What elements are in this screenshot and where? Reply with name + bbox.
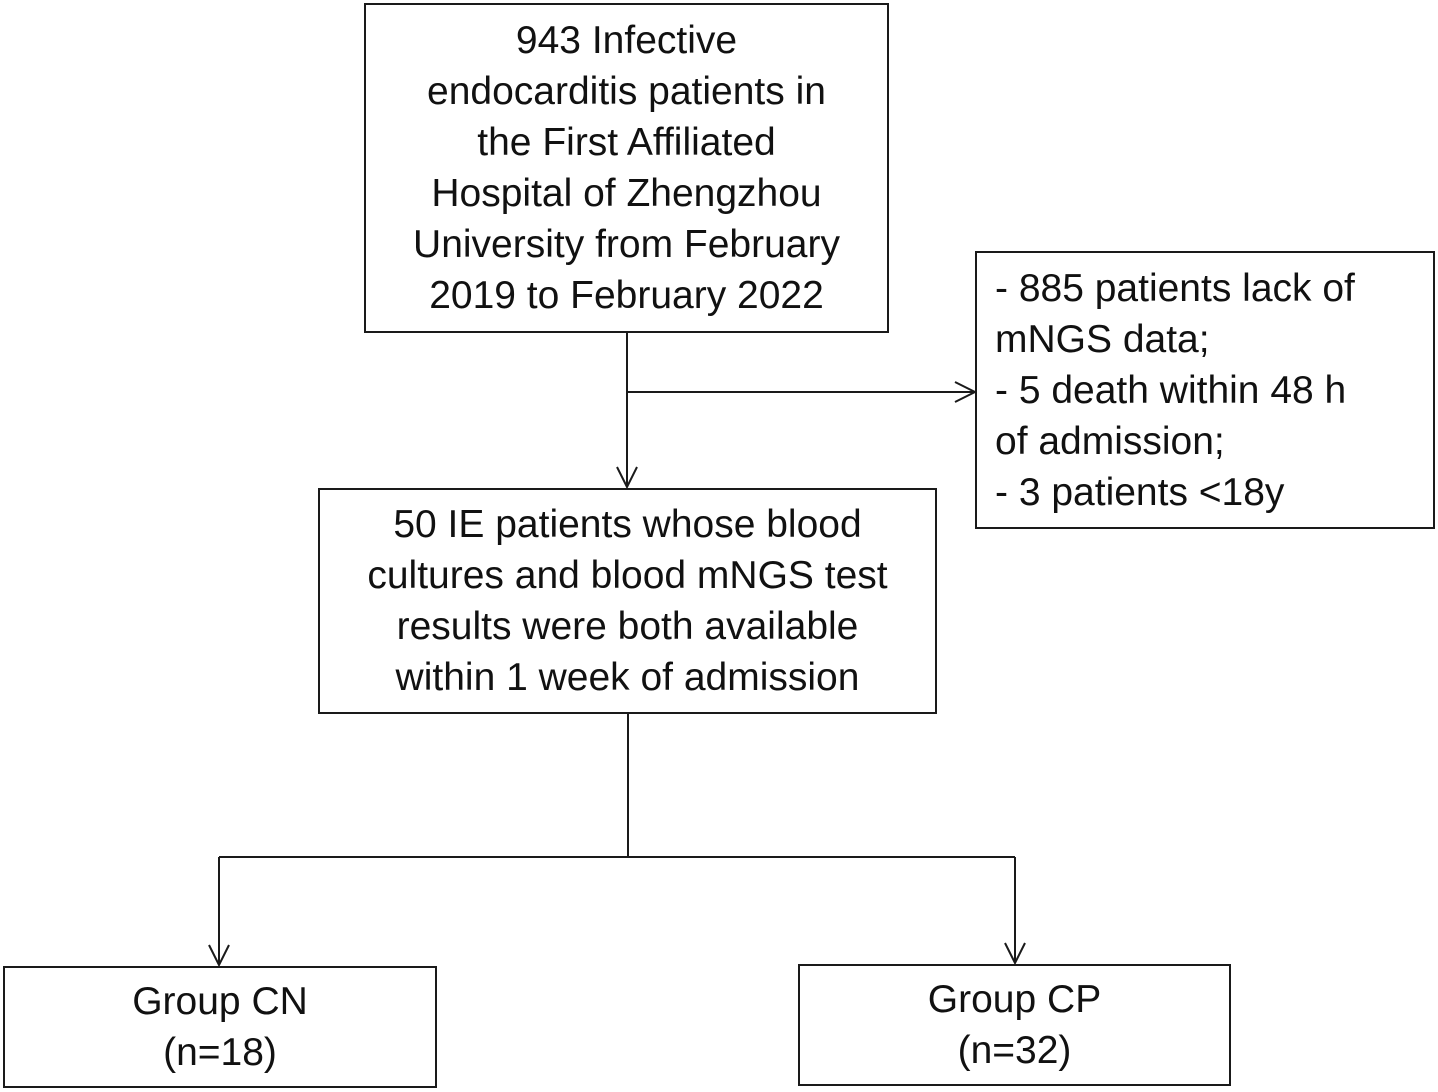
exclusion-line: - 885 patients lack of [995,266,1355,310]
source-line: 943 Infective [515,19,738,62]
group-cp-box: Group CP (n=32) [798,964,1231,1086]
source-line: endocarditis patients in [427,70,826,113]
exclusion-line: mNGS data; [995,317,1210,361]
arrowhead-group-cp [1004,942,1026,966]
exclusion-line: - 5 death within 48 h [995,368,1347,412]
source-line: Hospital of Zhengzhou [431,172,822,215]
exclusion-line: - 3 patients <18y [995,470,1285,514]
exclusion-line: of admission; [995,419,1225,463]
group-cn-box: Group CN (n=18) [3,966,437,1088]
included-patients-box: 50 IE patients whose blood cultures and … [318,488,937,714]
included-line: cultures and blood mNGS test [367,554,888,597]
included-line: within 1 week of admission [395,656,860,699]
arrowhead-included [616,466,638,490]
source-line: 2019 to February 2022 [429,274,824,317]
included-line: 50 IE patients whose blood [393,503,862,546]
source-line: University from February [413,223,840,266]
source-population-box: 943 Infective endocarditis patients in t… [364,3,889,333]
included-line: results were both available [396,605,859,648]
group-cn-count: (n=18) [163,1031,277,1074]
group-cp-count: (n=32) [957,1029,1072,1072]
group-cp-label: Group CP [927,978,1102,1021]
group-cn-label: Group CN [132,980,308,1023]
source-line: the First Affiliated [477,121,776,164]
exclusion-criteria-box: - 885 patients lack of mNGS data; - 5 de… [975,251,1435,529]
arrowhead-group-cn [208,944,230,968]
